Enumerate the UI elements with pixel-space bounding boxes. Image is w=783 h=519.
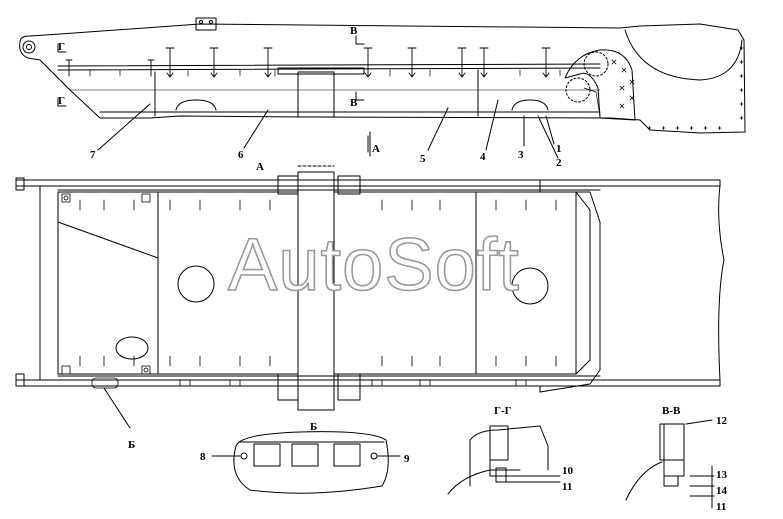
side-oval-2 [511,99,549,111]
callout-14: 14 [716,485,728,497]
plan-view [15,165,725,411]
callout-3: 3 [518,149,524,161]
round-hatch-left [177,265,215,303]
rivet-pattern-rear [611,46,744,130]
callout-11-g: 11 [562,481,572,493]
central-crossbeam [297,171,335,411]
section-g-g-title: Г-Г [494,405,512,417]
section-mark-g-top: Г [58,41,65,53]
callout-6: 6 [238,149,244,161]
leader-7 [97,103,151,151]
section-v-v [625,419,715,509]
leader-b [103,387,131,429]
leader-4 [485,99,499,151]
callout-13: 13 [716,469,728,481]
leader-1 [545,115,555,145]
callout-12: 12 [716,415,728,427]
top-bolts [65,47,551,78]
section-mark-v-top: В [350,25,358,37]
central-crossbeam-side [297,71,335,118]
callout-5: 5 [420,153,426,165]
side-beam-outline [19,23,746,134]
section-v-v-title: В-В [662,405,681,417]
callout-2: 2 [556,157,562,169]
section-mark-g-bottom: Г [58,95,65,107]
callout-7: 7 [90,149,96,161]
callout-10: 10 [562,465,574,477]
side-view [19,17,746,134]
round-hatch-right [511,267,549,305]
floor-panel-1 [57,191,159,375]
view-a-label: А [256,161,264,173]
callout-1: 1 [556,143,562,155]
oval-hatch [115,336,149,360]
detail-b [211,431,401,494]
leader-5 [427,107,449,151]
labels: В В Г Г А А Б Б Г-Г В-В 1 2 3 4 5 6 7 8 … [58,25,728,513]
detail-b-title: Б [310,421,317,433]
callout-11-v: 11 [716,501,726,513]
rear-bracket [564,49,636,121]
callout-9: 9 [404,453,410,465]
leader-2 [537,115,559,159]
callout-4: 4 [480,151,486,163]
side-oval-1 [175,99,217,111]
callout-8: 8 [200,451,206,463]
section-mark-v-bottom: В [350,97,358,109]
view-arrow-label: А [372,143,380,155]
watermark: AutoSoft [228,223,520,306]
section-g-g [447,425,561,495]
front-eye-hole [22,40,36,54]
floor-panel-4 [475,191,577,375]
detail-b-marker: Б [128,439,135,451]
leader-6 [243,109,269,149]
